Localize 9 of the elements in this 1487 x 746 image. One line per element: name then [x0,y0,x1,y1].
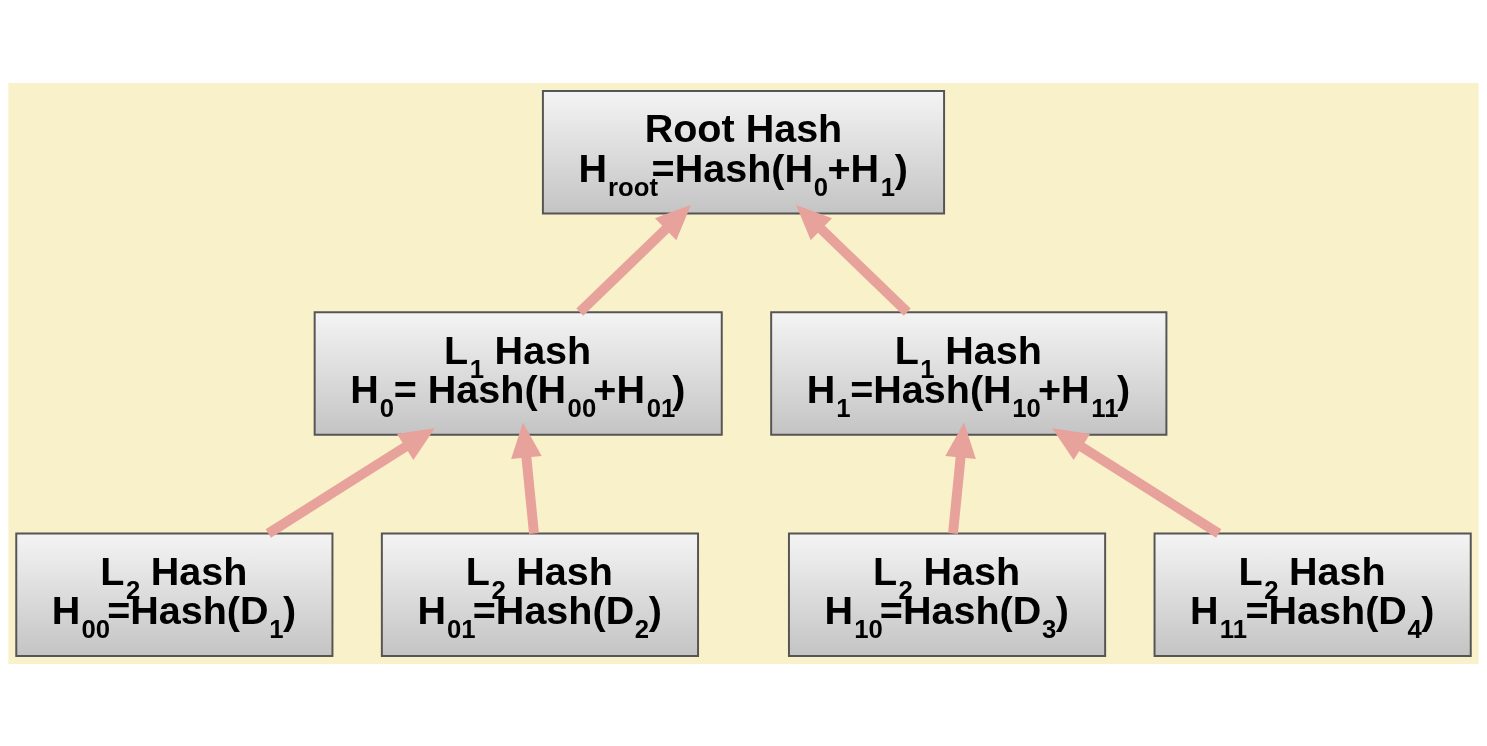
node-box: Root Hash H$_{root}$=Hash(H$_{0}$+H$_{1}$) [541,89,946,214]
arrow [796,204,911,316]
arrow [511,422,542,534]
arrow [265,427,435,538]
arrow [576,204,691,316]
arrow [1052,427,1222,538]
arrow [945,422,976,534]
node-box: L$_{1}$ Hash H$_{0}$= Hash(H$_{00}$+H$_{01}$) [313,310,723,436]
node-box: L$_{1}$ Hash H$_{1}$=Hash(H$_{10}$+H$_{11}$) [770,310,1168,436]
